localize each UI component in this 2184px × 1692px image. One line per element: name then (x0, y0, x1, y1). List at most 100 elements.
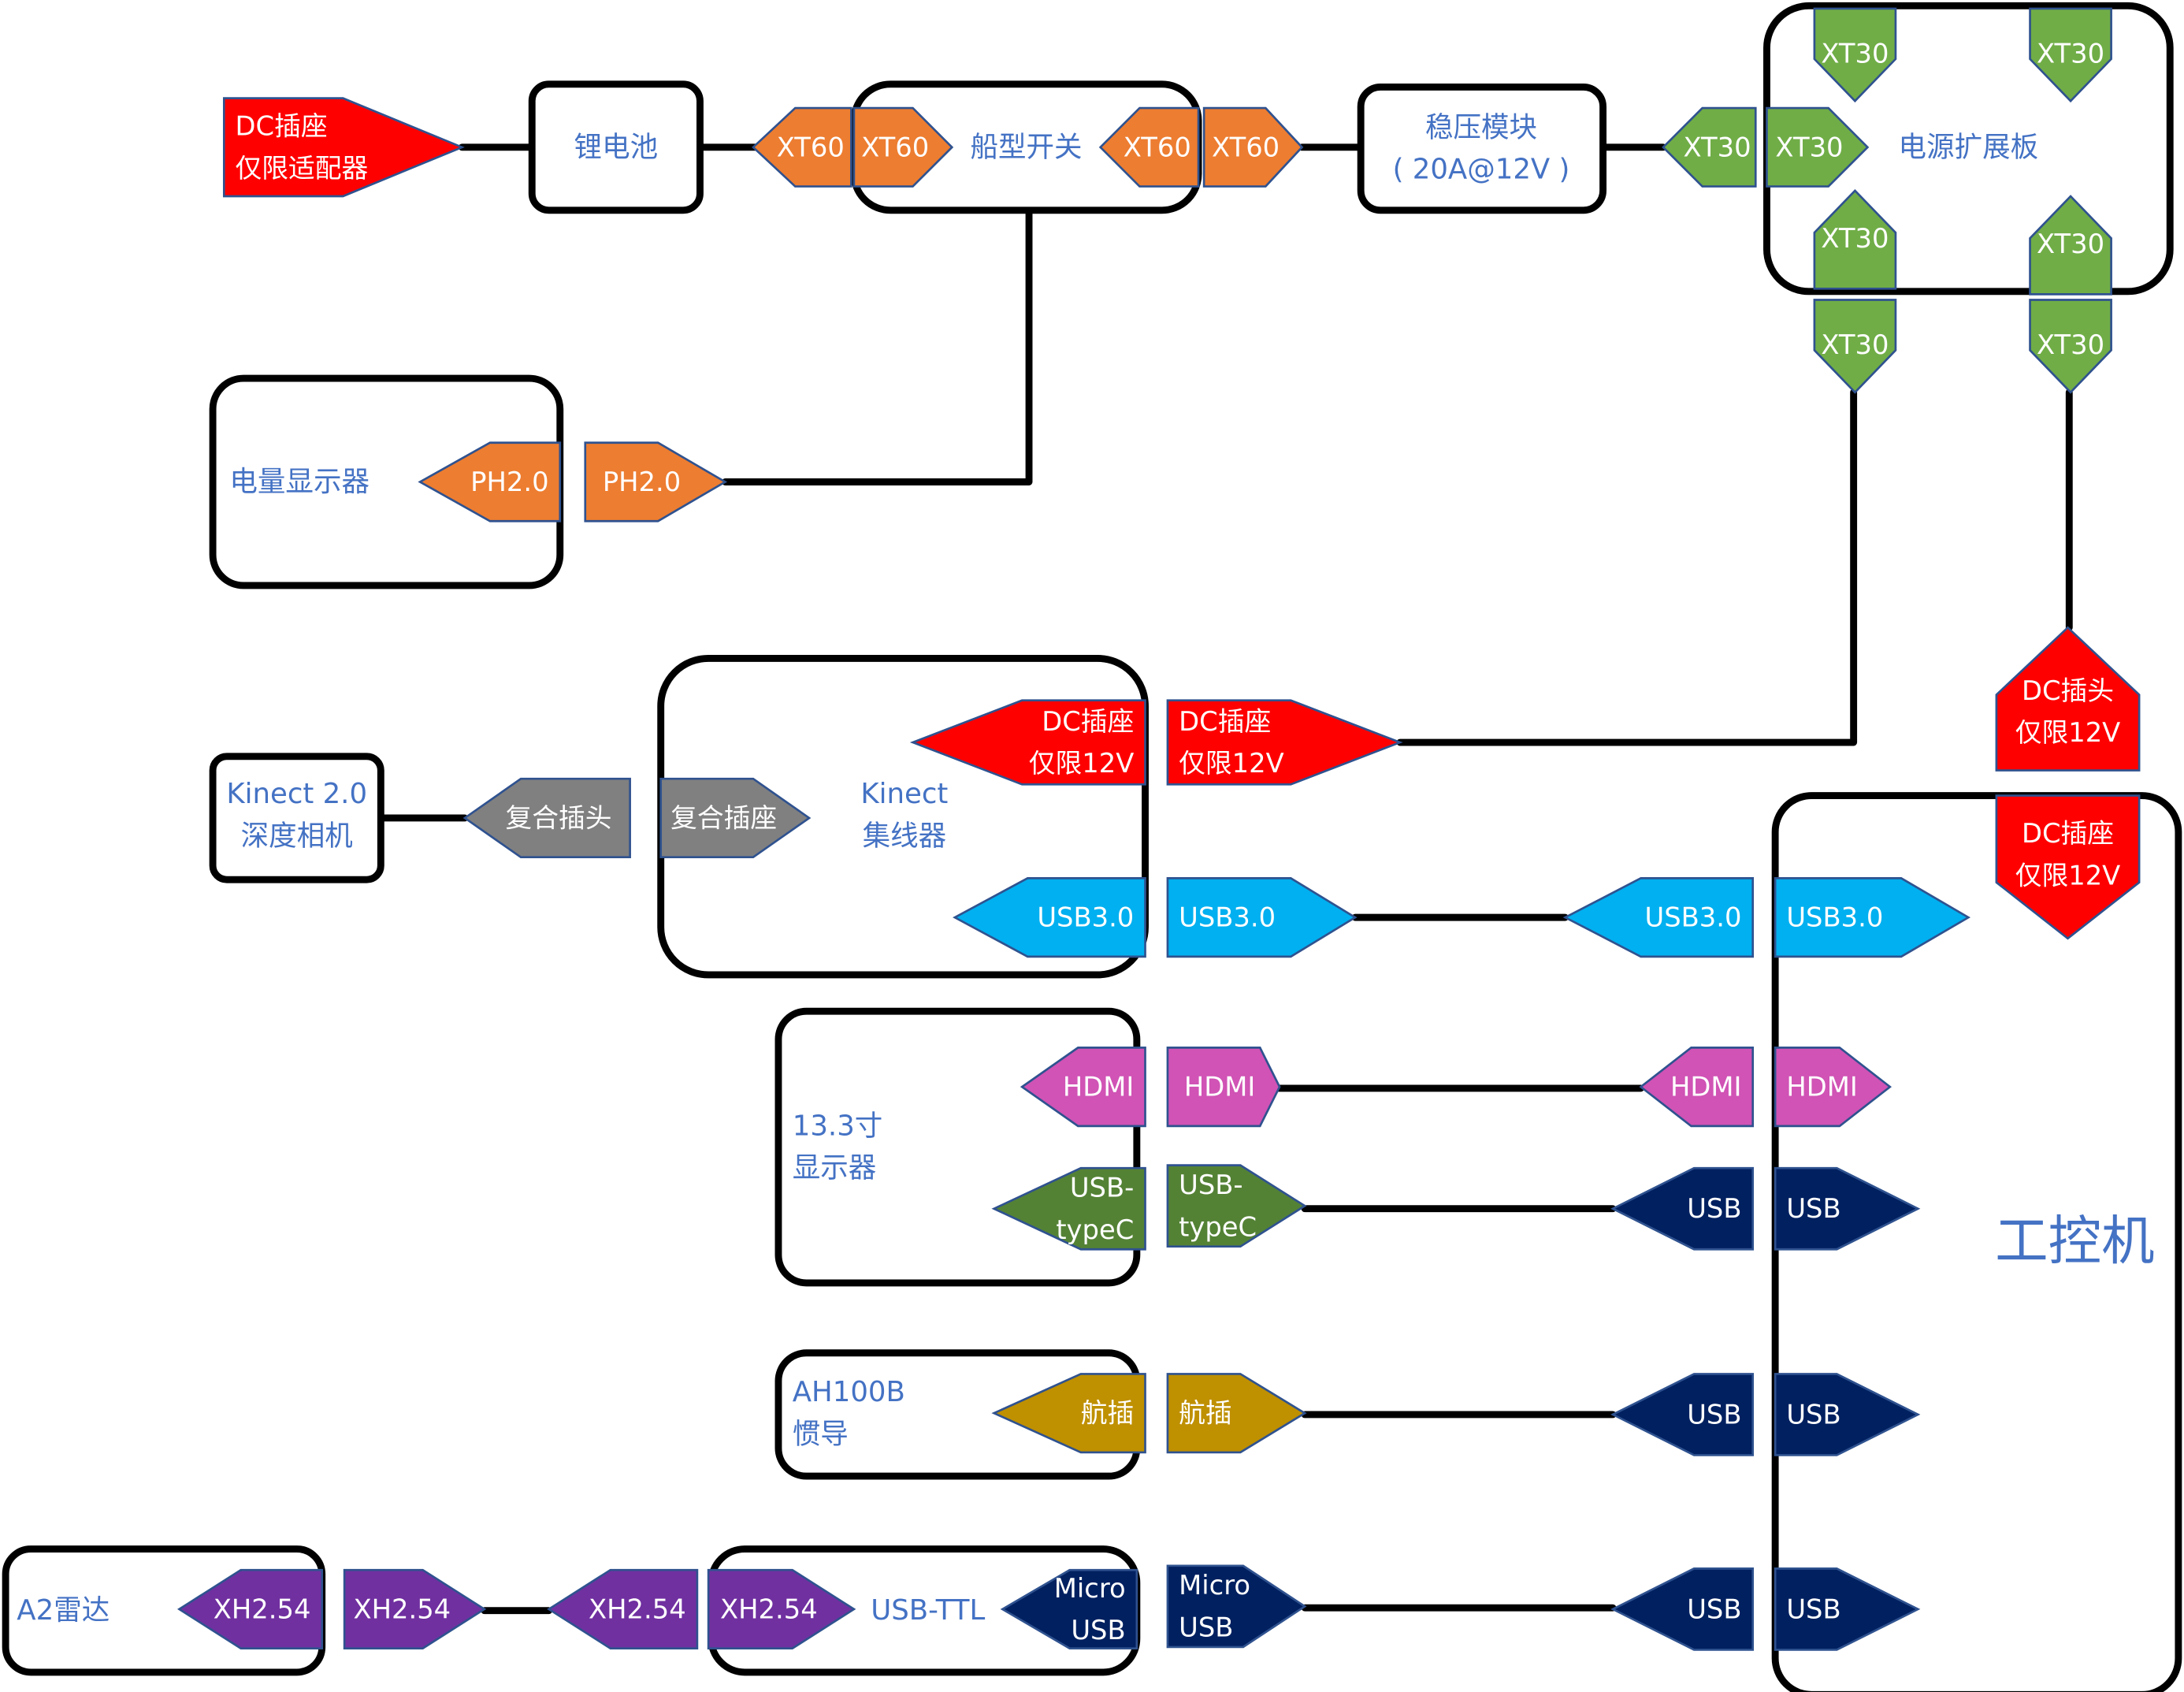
lidar-xh254-connector: XH2.54 (176, 1568, 324, 1650)
switch-xt60-in-shape (852, 106, 954, 188)
kinect-hub-label-line-0: Kinect (860, 778, 948, 810)
hub-usb3-label: USB3.0 (1037, 902, 1134, 933)
hub-usb3-connector: USB3.0 (953, 877, 1146, 958)
cable-usb3-ipc-label: USB3.0 (1645, 902, 1742, 933)
cable-xh254-lidar-connector: XH2.54 (343, 1568, 487, 1650)
cable-xh254-ttl-shape (547, 1568, 699, 1650)
cable-usb3-hub-shape (1166, 877, 1358, 958)
regulator-label-line-0: 稳压模块 (1425, 111, 1537, 143)
display-ph20-label: PH2.0 (470, 467, 548, 497)
cable-usb-display-connector: USB (1610, 1166, 1755, 1251)
imu-label-line-1: 惯导 (793, 1418, 849, 1450)
hub-composite-socket-shape (659, 777, 812, 859)
cable-xt30-right-connector: XT30 (2029, 299, 2112, 394)
cable-xh254-ttl-connector: XH2.54 (547, 1568, 699, 1650)
cable-hdmi-ipc-label: HDMI (1670, 1072, 1741, 1103)
cable-usb-display-shape (1610, 1166, 1755, 1251)
battery-box (528, 80, 704, 214)
ipc-dc-socket-label-line-1: 仅限12V (2015, 860, 2121, 891)
kinect-hub-label-line-1: 集线器 (863, 820, 947, 853)
ipc-usb-2-label: USB (1786, 1399, 1840, 1430)
hub-dc-socket-shape (909, 699, 1146, 786)
cable-typec-label-line-0: USB- (1179, 1170, 1242, 1200)
device-labels: 锂电池船型开关稳压模块( 20A@12V )电源扩展板电量显示器Kinect 2… (17, 111, 2154, 1627)
ttl-micro-usb-label-line-0: Micro (1054, 1573, 1126, 1604)
cable-aviation-label: 航插 (1179, 1398, 1232, 1429)
hub-composite-socket-label: 复合插座 (670, 802, 777, 833)
board-xt30-top-left-label: XT30 (1821, 38, 1889, 69)
ipc-hdmi-connector: HDMI (1774, 1047, 1892, 1128)
board-xt30-bottom-left-shape (1813, 188, 1897, 290)
wire-5 (1396, 389, 1858, 746)
ipc-usb-3-label: USB (1786, 1593, 1840, 1624)
lidar-label: A2雷达 (17, 1594, 110, 1627)
cable-xt30-left-label: XT30 (1821, 329, 1889, 360)
lidar-xh254-label: XH2.54 (214, 1593, 311, 1624)
board-xt30-bottom-right-shape (2029, 195, 2112, 296)
cable-dc-plug-label-line-0: DC插头 (2022, 675, 2114, 706)
wire-4 (722, 206, 1033, 485)
cable-hdmi-display-connector: HDMI (1166, 1047, 1281, 1128)
cable-hdmi-ipc-connector: HDMI (1639, 1047, 1755, 1128)
display-typec-label-line-1: typeC (1056, 1214, 1134, 1245)
kinect-camera-label-line-0: Kinect 2.0 (226, 778, 367, 810)
cable-typec-label-line-1: typeC (1179, 1211, 1257, 1242)
camera-composite-plug-connector: 复合插头 (462, 777, 631, 859)
ipc-usb-2-shape (1774, 1373, 1921, 1456)
ipc-hdmi-label: HDMI (1786, 1072, 1857, 1103)
ipc-usb-1-shape (1774, 1166, 1921, 1251)
ipc-usb-1-connector: USB (1774, 1166, 1921, 1251)
cable-micro-usb-shape (1166, 1564, 1307, 1649)
board-xt30-bottom-left-connector: XT30 (1813, 188, 1897, 290)
switch-xt60-out-connector: XT60 (1098, 106, 1200, 188)
display-ph20-shape (418, 441, 562, 522)
kinect-camera-box (209, 753, 384, 883)
ipc-dc-socket-label-line-0: DC插座 (2022, 818, 2114, 849)
cable-hdmi-ipc-shape (1639, 1047, 1755, 1128)
cable-usb3-ipc-connector: USB3.0 (1562, 877, 1755, 958)
display-hdmi-shape (1020, 1047, 1146, 1128)
ipc-hdmi-shape (1774, 1047, 1892, 1128)
switch-ph20-shape (584, 441, 728, 522)
ttl-micro-usb-shape (1000, 1568, 1138, 1650)
camera-composite-plug-shape (462, 777, 631, 859)
regulator-label-line-1: ( 20A@12V ) (1393, 154, 1570, 186)
cable-xt30-right-label: XT30 (2037, 329, 2104, 360)
ipc-dc-socket-shape (1995, 794, 2141, 940)
cable-xt30-left-connector: XT30 (1813, 299, 1897, 394)
regulator-box (1357, 83, 1607, 214)
cable-xt30-right-shape (2029, 299, 2112, 394)
board-xt30-top-left-connector: XT30 (1813, 7, 1897, 103)
display-label-line-0: 13.3寸 (793, 1110, 883, 1142)
board-xt30-top-right-connector: XT30 (2029, 7, 2112, 103)
ttl-xh254-label: XH2.54 (720, 1593, 818, 1624)
cable-usb-display-label: USB (1687, 1193, 1741, 1224)
usb-ttl-label: USB-TTL (871, 1594, 985, 1627)
boat-switch-label: 船型开关 (970, 131, 1082, 163)
cable-dc-plug-label-line-1: 仅限12V (2015, 717, 2121, 748)
imu-label-line-0: AH100B (793, 1376, 905, 1408)
lidar-xh254-shape (176, 1568, 324, 1650)
cable-usb3-hub-label: USB3.0 (1179, 902, 1276, 933)
hub-composite-socket-connector: 复合插座 (659, 777, 812, 859)
battery-xt60-connector: XT60 (752, 106, 852, 188)
regulator-xt30-label: XT30 (1684, 132, 1751, 162)
cable-aviation-connector: 航插 (1166, 1373, 1307, 1454)
cable-xh254-lidar-shape (343, 1568, 487, 1650)
cable-usb-ttl-shape (1610, 1567, 1755, 1651)
switch-xt60-in-label: XT60 (861, 132, 929, 162)
regulator-xt60-shape (1202, 106, 1304, 188)
kinect-camera-label-line-1: 深度相机 (241, 820, 353, 853)
battery-label: 锂电池 (574, 131, 659, 163)
hub-dc-socket-label-line-1: 仅限12V (1029, 748, 1135, 779)
power-board-label: 电源扩展板 (1899, 131, 2039, 163)
cable-xh254-ttl-label: XH2.54 (589, 1593, 686, 1624)
ipc-usb-3-shape (1774, 1567, 1921, 1651)
